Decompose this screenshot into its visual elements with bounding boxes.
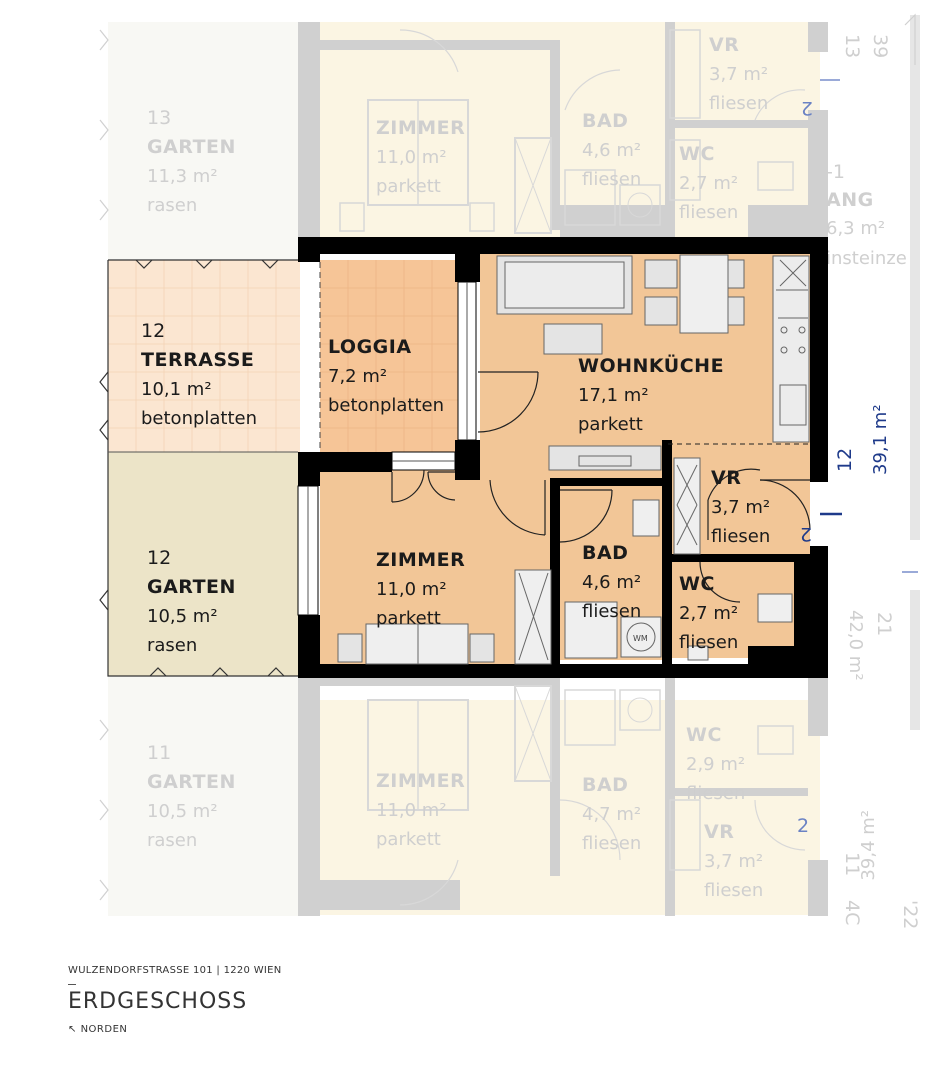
apartment-12: WM 12 TERRASSE 10,1 m² betonplatten LOGG… <box>99 79 918 678</box>
loggia-area-value: 7,2 m² <box>328 366 387 387</box>
neighbor-vr-above-material: fliesen <box>709 93 768 114</box>
zimmer-material: parkett <box>376 608 441 629</box>
garten-number: 12 <box>147 547 171 569</box>
terrasse-name: TERRASSE <box>141 349 254 371</box>
wohnkueche-name: WOHNKÜCHE <box>578 353 724 377</box>
neighbor-garden-below-name: GARTEN <box>147 771 236 793</box>
neighbor-wc-below-name: WC <box>686 724 722 746</box>
terrasse-area <box>108 260 300 452</box>
floor-title: ERDGESCHOSS <box>68 989 248 1014</box>
neighbor-wc-below-area: 2,9 m² <box>686 754 745 775</box>
neighbor-vr-below-area: 3,7 m² <box>704 851 763 872</box>
neighbor-unit-above: 13 GARTEN 11,3 m² rasen ZIMMER 11,0 m² p… <box>99 13 920 540</box>
vr-area-value: 3,7 m² <box>711 497 770 518</box>
bad-area-value: 4,6 m² <box>582 572 641 593</box>
north-label: NORDEN <box>80 1024 128 1035</box>
vr-name: VR <box>711 467 741 489</box>
vr-material: fliesen <box>711 526 770 547</box>
neighbor-vr-above-name: VR <box>709 34 739 56</box>
neighbor-garden-above-area: 11,3 m² <box>147 166 218 187</box>
neighbor-bad-above-material: fliesen <box>582 169 641 190</box>
unit-number: 12 <box>834 448 856 472</box>
loggia-name: LOGGIA <box>328 336 412 358</box>
neighbor-zimmer-above-name: ZIMMER <box>376 117 465 139</box>
neighbor-vr-below-name: VR <box>704 821 734 843</box>
bad-material: fliesen <box>582 601 641 622</box>
neighbor-garden-below-number: 11 <box>147 742 171 764</box>
terrasse-area-value: 10,1 m² <box>141 379 212 400</box>
neighbor-garden-above-number: 13 <box>147 107 171 129</box>
north-arrow-icon: ↖ <box>68 1024 77 1035</box>
north-indicator: ↖ NORDEN <box>68 1024 127 1035</box>
neighbor-zimmer-below-name: ZIMMER <box>376 770 465 792</box>
zimmer-name: ZIMMER <box>376 549 465 571</box>
neighbor-garden-below-area: 10,5 m² <box>147 801 218 822</box>
neighbor-gang-name: ANG <box>826 189 874 211</box>
neighbor-garden-above-name: GARTEN <box>147 136 236 158</box>
garten-name: GARTEN <box>147 576 236 598</box>
garten-material: rasen <box>147 635 197 656</box>
neighbor-bad-below-area: 4,7 m² <box>582 804 641 825</box>
neighbor-below-bottom-number-1: 4C <box>841 900 863 925</box>
neighbor-garden-below-material: rasen <box>147 830 197 851</box>
neighbor-vr-below-material: fliesen <box>704 880 763 901</box>
neighbor-vr-above-area: 3,7 m² <box>709 64 768 85</box>
terrasse-material: betonplatten <box>141 408 257 429</box>
wohnkueche-material: parkett <box>578 414 643 435</box>
wc-area-value: 2,7 m² <box>679 603 738 624</box>
neighbor-bad-above-area: 4,6 m² <box>582 140 641 161</box>
neighbor-unit-below: 11 GARTEN 10,5 m² rasen ZIMMER 11,0 m² p… <box>99 590 921 929</box>
wc-name: WC <box>679 573 715 595</box>
neighbor-wc-below-material: fliesen <box>686 783 745 804</box>
neighbor-wc-above-name: WC <box>679 143 715 165</box>
unit-total-area: 39,1 m² <box>870 404 891 475</box>
neighbor-gang-number: -1 <box>826 161 845 183</box>
neighbor-side-area: 42,0 m² <box>845 610 866 681</box>
wc-material: fliesen <box>679 632 738 653</box>
neighbor-wc-above-material: fliesen <box>679 202 738 223</box>
neighbor-wc-above-area: 2,7 m² <box>679 173 738 194</box>
neighbor-below-side-area: 39,4 m² <box>858 810 879 881</box>
doors <box>391 371 811 603</box>
wohnkueche-area-value: 17,1 m² <box>578 385 649 406</box>
neighbor-below-side-number: 11 <box>841 852 863 876</box>
footer-divider <box>68 984 76 985</box>
neighbor-zimmer-above-area: 11,0 m² <box>376 147 447 168</box>
neighbor-bad-below-name: BAD <box>582 774 628 796</box>
neighbor-bad-above-name: BAD <box>582 110 628 132</box>
bad-name: BAD <box>582 542 628 564</box>
garten-area <box>108 452 298 676</box>
loggia-material: betonplatten <box>328 395 444 416</box>
neighbor-side-number: 21 <box>873 612 895 636</box>
neighbor-below-bottom-number-2: '22 <box>899 900 921 929</box>
loggia-area <box>320 260 458 452</box>
terrasse-number: 12 <box>141 320 165 342</box>
zimmer-area-value: 11,0 m² <box>376 579 447 600</box>
neighbor-garden-above <box>108 22 298 260</box>
furniture <box>337 254 810 665</box>
garten-area-value: 10,5 m² <box>147 606 218 627</box>
neighbor-bad-below-material: fliesen <box>582 833 641 854</box>
apartment-walls <box>298 237 828 678</box>
washer-label: WM <box>633 634 648 643</box>
neighbor-zimmer-below-area: 11,0 m² <box>376 800 447 821</box>
neighbor-gang-material: insteinze <box>826 248 907 269</box>
neighbor-above-unit-mark: 2 <box>801 97 813 119</box>
neighbor-garden-above-material: rasen <box>147 195 197 216</box>
neighbor-above-top-number-2: 39 <box>869 34 891 58</box>
project-address: WULZENDORFSTRASSE 101 | 1220 WIEN <box>68 965 282 976</box>
neighbor-gang-area: 6,3 m² <box>826 218 885 239</box>
neighbor-below-unit-mark: 2 <box>797 815 809 837</box>
floor-plan: 13 GARTEN 11,3 m² rasen ZIMMER 11,0 m² p… <box>99 13 921 929</box>
entrance-mark: 2 <box>800 523 812 545</box>
neighbor-zimmer-below-material: parkett <box>376 829 441 850</box>
neighbor-above-top-number-1: 13 <box>841 34 863 58</box>
neighbor-zimmer-above-material: parkett <box>376 176 441 197</box>
